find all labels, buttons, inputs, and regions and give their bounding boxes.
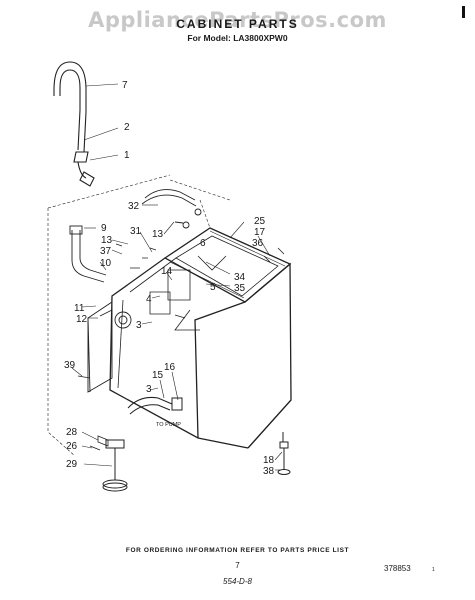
callout-34: 34	[234, 272, 246, 283]
dashed-boundary	[47, 174, 231, 457]
inlet-hose	[141, 189, 202, 229]
bottom-code: 554-D-8	[223, 577, 252, 586]
drain-hose	[53, 61, 95, 187]
callout-10: 10	[100, 258, 112, 269]
callout-9: 9	[101, 223, 107, 234]
callout-28: 28	[66, 427, 78, 438]
callout-32: 32	[128, 201, 140, 212]
page-title: CABINET PARTS	[176, 17, 299, 31]
callout-35: 35	[234, 283, 246, 294]
document-number-suffix: 1	[432, 567, 435, 573]
ordering-footer: FOR ORDERING INFORMATION REFER TO PARTS …	[125, 547, 350, 554]
callout-26: 26	[66, 441, 78, 452]
leveling-leg-left	[102, 439, 128, 492]
callout-5: 5	[210, 282, 216, 293]
pump-hose	[69, 225, 107, 283]
callout-39: 39	[64, 360, 76, 371]
callout-18: 18	[263, 455, 275, 466]
corner-mark	[462, 6, 465, 18]
callout-31: 31	[130, 226, 142, 237]
callout-37: 37	[100, 246, 112, 257]
callout-13-right: 13	[152, 229, 164, 240]
callout-1: 1	[124, 150, 130, 161]
callout-25: 25	[254, 216, 266, 227]
callout-15: 15	[152, 370, 164, 381]
callout-11: 11	[74, 303, 85, 314]
callout-38: 38	[263, 466, 275, 477]
brackets	[77, 243, 285, 451]
callout-7: 7	[122, 80, 128, 91]
callout-16: 16	[164, 362, 176, 373]
lower-hose	[127, 397, 183, 415]
callout-29: 29	[66, 459, 78, 470]
callout-13-left: 13	[101, 235, 113, 246]
callout-4: 4	[146, 294, 152, 305]
page-number: 7	[235, 561, 240, 570]
callout-3-upper: 3	[136, 320, 142, 331]
callout-17: 17	[254, 227, 266, 238]
callout-2: 2	[124, 122, 130, 133]
watermark: AppliancePartsPros.com	[88, 8, 387, 32]
cabinet-body	[109, 227, 292, 449]
leveling-leg-right	[277, 432, 291, 475]
callout-labels: 7 2 1 32 9 31 13 13 37 10 14 25 17 36 34…	[64, 80, 275, 477]
callout-6: 6	[200, 238, 206, 249]
to-pump-label: TO PUMP	[156, 422, 181, 428]
callout-3-lower: 3	[146, 384, 152, 395]
callout-36: 36	[252, 238, 264, 249]
leader-lines	[71, 83, 283, 471]
model-subtitle: For Model: LA3800XPW0	[187, 33, 288, 43]
callout-14: 14	[161, 266, 173, 277]
rear-panel	[87, 301, 132, 393]
callout-12: 12	[76, 314, 88, 325]
document-number: 378853	[384, 564, 411, 573]
